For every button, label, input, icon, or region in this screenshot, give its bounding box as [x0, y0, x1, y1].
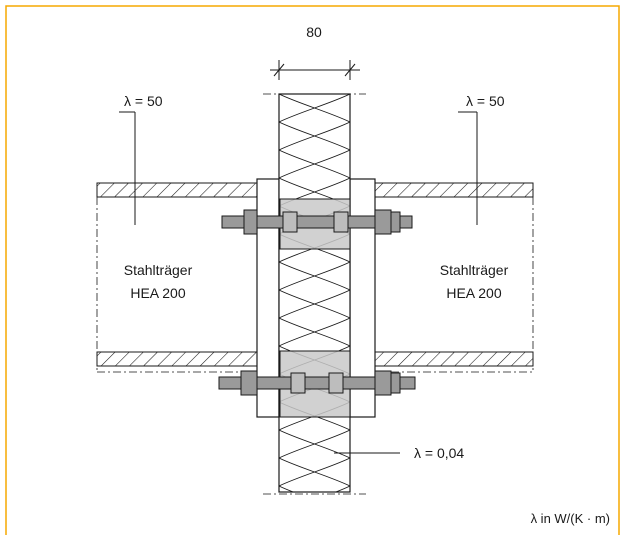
lambda-insulation-label: λ = 0,04: [414, 445, 464, 461]
dimension-line: [270, 60, 360, 80]
leader-lines: [119, 111, 478, 454]
lambda-right-label: λ = 50: [466, 93, 505, 109]
lambda-left-label: λ = 50: [124, 93, 163, 109]
right-beam-line2: HEA 200: [446, 285, 501, 301]
right-bottom-flange: [374, 351, 534, 367]
right-top-flange: [374, 182, 534, 198]
insulation-layer: [278, 93, 351, 493]
frame-border: [5, 5, 620, 535]
left-bottom-flange: [96, 351, 258, 367]
left-beam-line2: HEA 200: [130, 285, 185, 301]
right-beam-line1: Stahlträger: [440, 262, 509, 278]
upper-bolt: [221, 209, 413, 235]
left-beam-line1: Stahlträger: [124, 262, 193, 278]
beam-flanges: [96, 182, 534, 367]
unit-note: λ in W/(K · m): [531, 511, 610, 526]
lower-bolt: [218, 370, 416, 396]
left-top-flange: [96, 182, 258, 198]
dimension-label: 80: [306, 24, 322, 40]
